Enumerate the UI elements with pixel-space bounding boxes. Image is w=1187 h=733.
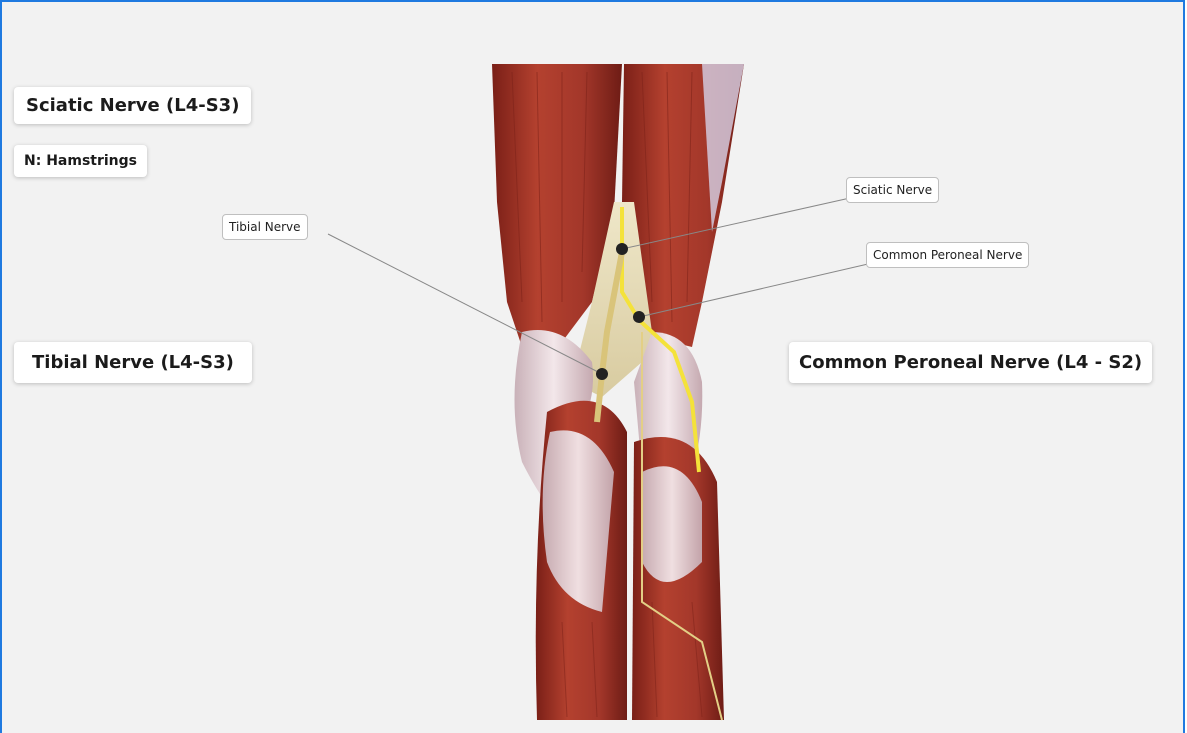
tibial-nerve-callout: Tibial Nerve [222, 214, 308, 240]
sciatic-region-label: Sciatic Nerve (L4-S3) [14, 87, 251, 124]
sciatic-nerve-callout: Sciatic Nerve [846, 177, 939, 203]
peroneal-marker [633, 311, 645, 323]
common-peroneal-nerve-callout: Common Peroneal Nerve [866, 242, 1029, 268]
tibial-region-label: Tibial Nerve (L4-S3) [14, 342, 252, 383]
tibial-marker [596, 368, 608, 380]
sciatic-marker [616, 243, 628, 255]
hamstrings-label: N: Hamstrings [14, 145, 147, 177]
peroneal-region-label: Common Peroneal Nerve (L4 - S2) [789, 342, 1152, 383]
